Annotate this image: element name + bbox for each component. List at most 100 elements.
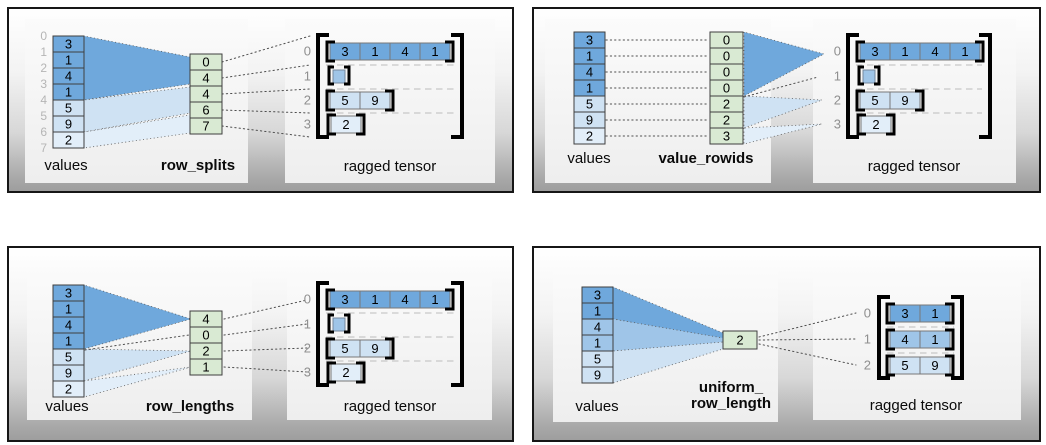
row-bracket-right — [385, 337, 395, 360]
tensor-big-bracket-left — [316, 33, 329, 139]
tensor-cell — [889, 91, 921, 110]
values-cell-number: 2 — [65, 382, 72, 397]
row-bracket-left — [885, 354, 895, 377]
tensor-cell-number: 3 — [871, 44, 878, 59]
connector-dotted-line — [84, 334, 190, 351]
connector-dotted-line — [221, 125, 311, 138]
values-label: values — [45, 398, 88, 415]
param-cell-number: 0 — [202, 328, 209, 343]
tensor-row-index-label: 3 — [304, 365, 311, 380]
values-cell-number: 9 — [65, 117, 72, 132]
tensor-cell-number: 9 — [901, 93, 908, 108]
values-cell-number: 3 — [65, 286, 72, 301]
row-bracket-right — [945, 302, 955, 325]
boundary-index-label: 1 — [40, 45, 47, 59]
row-bracket-right — [886, 113, 896, 136]
connector-dotted-line — [758, 312, 857, 338]
tensor-row-index-label: 3 — [304, 117, 311, 132]
funnel-shape — [83, 348, 192, 382]
connector-dotted-line — [743, 76, 819, 98]
row-bracket-left — [325, 288, 335, 311]
funnel-shape — [612, 341, 724, 384]
row-bracket-right — [874, 65, 881, 86]
tensor-cell — [419, 42, 451, 61]
row-bracket-right — [945, 328, 955, 351]
tensor-big-bracket-right — [951, 295, 964, 380]
values-cell-number: 1 — [65, 53, 72, 68]
funnel-shape — [83, 86, 191, 133]
values-cell-number: 9 — [594, 368, 601, 383]
funnel-shape — [83, 284, 193, 350]
row-bracket-left — [325, 89, 335, 112]
param-cell — [189, 117, 223, 135]
param-name-label: row_splits — [161, 157, 235, 174]
tensor-row-index-label: 1 — [304, 317, 311, 332]
param-cell-number: 0 — [723, 49, 730, 64]
values-cell-number: 3 — [594, 288, 601, 303]
param-cell — [709, 127, 744, 145]
tensor-cell-number: 2 — [872, 117, 879, 132]
row-bracket-right — [445, 40, 455, 63]
tensor-cell-number: 4 — [931, 44, 938, 59]
values-cell-number: 2 — [586, 129, 593, 144]
tensor-cell-number: 1 — [431, 292, 438, 307]
values-cell-number: 1 — [65, 85, 72, 100]
tensor-cell-number: 3 — [341, 292, 348, 307]
ragged-tensor-label: ragged tensor — [870, 397, 963, 414]
tensor-big-bracket-left — [877, 295, 890, 380]
param-cell-number: 7 — [202, 119, 209, 134]
tensor-cell-number: 2 — [342, 365, 349, 380]
param-cell-number: 0 — [723, 33, 730, 48]
tensor-row-index-label: 0 — [864, 306, 871, 321]
tensor-cell-number: 4 — [401, 292, 408, 307]
param-name-label: value_rowids — [658, 150, 753, 167]
values-cell-number: 1 — [586, 81, 593, 96]
tensor-cell — [919, 356, 951, 375]
values-label: values — [567, 150, 610, 167]
param-cell-number: 4 — [202, 71, 209, 86]
row-bracket-left — [855, 89, 865, 112]
row-bracket-right — [385, 89, 395, 112]
boundary-index-label: 4 — [40, 93, 47, 107]
values-cell-number: 1 — [586, 49, 593, 64]
tensor-row-index-label: 2 — [304, 341, 311, 356]
row-bracket-left — [327, 313, 334, 334]
tensor-row-index-label: 0 — [304, 292, 311, 307]
tensor-row-index-label: 1 — [864, 332, 871, 347]
values-cell-number: 1 — [65, 302, 72, 317]
boundary-index-label: 6 — [40, 125, 47, 139]
tensor-cell — [949, 42, 981, 61]
tensor-cell — [330, 115, 362, 134]
values-cell-number: 4 — [594, 320, 601, 335]
row-bracket-right — [945, 354, 955, 377]
tensor-cell — [860, 115, 892, 134]
tensor-cell-number: 9 — [371, 341, 378, 356]
tensor-row-index-label: 2 — [304, 93, 311, 108]
param-cell-number: 3 — [723, 129, 730, 144]
param-cell-number: 0 — [723, 65, 730, 80]
tensor-row-index-label: 1 — [304, 69, 311, 84]
connector-dotted-line — [758, 338, 857, 341]
tensor-cell-number: 1 — [961, 44, 968, 59]
connector-dotted-line — [223, 366, 308, 373]
row-bracket-right — [915, 89, 925, 112]
connector-dotted-line — [221, 64, 311, 79]
boundary-index-label: 0 — [40, 29, 47, 43]
connector-dotted-line — [223, 299, 308, 320]
param-cell-number: 2 — [723, 113, 730, 128]
tensor-cell-number: 5 — [871, 93, 878, 108]
values-cell-number: 1 — [594, 336, 601, 351]
tensor-cell-number: 2 — [342, 117, 349, 132]
param-cell-number: 0 — [723, 81, 730, 96]
values-cell-number: 3 — [586, 33, 593, 48]
param-name-label: row_lengths — [146, 398, 234, 415]
tensor-row-index-label: 1 — [834, 69, 841, 84]
values-cell-number: 5 — [586, 97, 593, 112]
ragged-tensor-label: ragged tensor — [868, 158, 961, 175]
row-bracket-left — [855, 40, 865, 63]
param-cell — [722, 330, 758, 350]
